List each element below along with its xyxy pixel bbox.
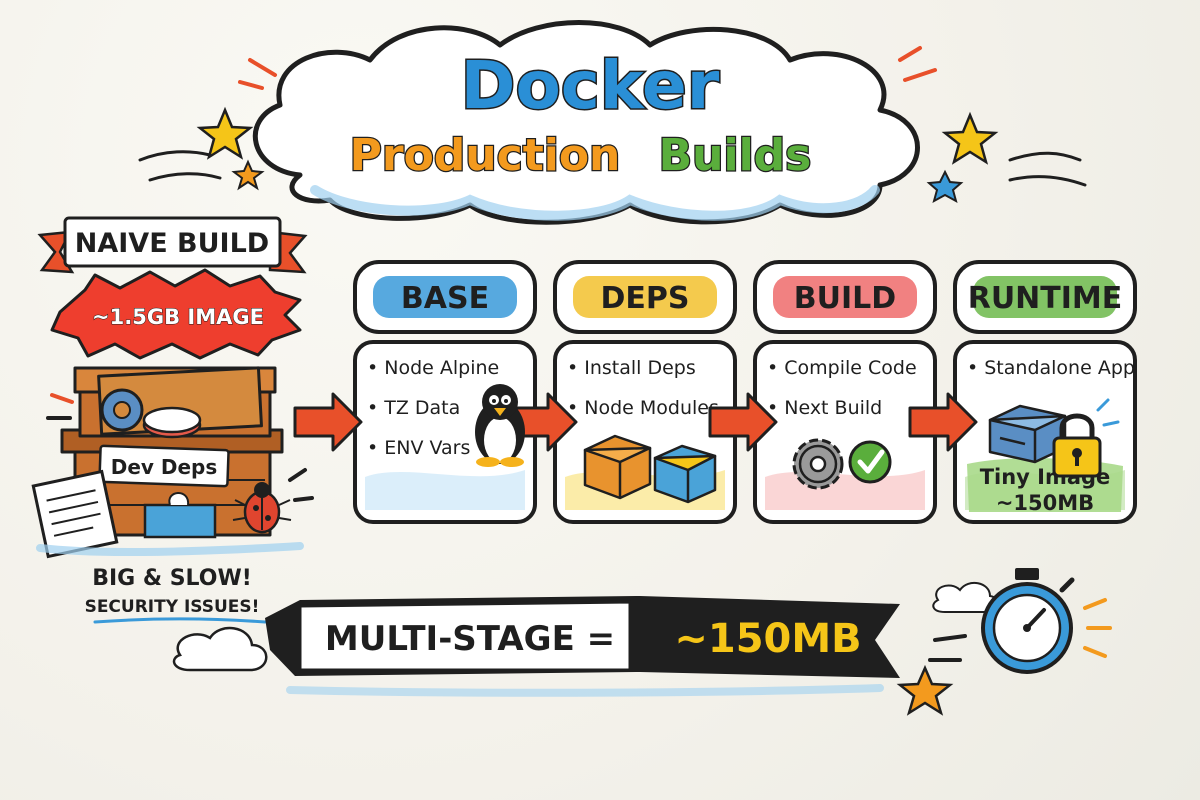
speed-dashes — [928, 598, 1112, 662]
stage-item-build: • Compile Code — [767, 357, 917, 379]
title-cloud — [252, 20, 920, 225]
small-cloud-icon — [172, 626, 268, 672]
document-icon — [31, 469, 119, 559]
stage-item-runtime: • Standalone App — [967, 357, 1135, 379]
stage-item-base: • TZ Data — [367, 397, 460, 419]
sparkle-dashes — [1096, 398, 1120, 427]
flow-arrow — [908, 392, 978, 452]
stage-title-build: BUILD — [794, 281, 896, 316]
flow-arrow — [293, 392, 363, 452]
lock-icon — [1052, 413, 1102, 478]
star-icon — [926, 169, 964, 204]
title-docker: Docker — [461, 47, 720, 124]
stage-item-base: • Node Alpine — [367, 357, 499, 379]
title-production: Production — [350, 130, 621, 181]
size-burst-label: ~1.5GB IMAGE — [92, 305, 264, 329]
stage-item-deps: • Node Modules — [567, 397, 719, 419]
star-icon — [941, 111, 999, 165]
size-burst — [50, 268, 302, 360]
warning-line-2: SECURITY ISSUES! — [85, 597, 260, 617]
paint-smear — [36, 542, 304, 557]
motion-dashes — [138, 46, 1087, 187]
warning-underline — [93, 617, 267, 624]
stage-title-runtime: RUNTIME — [968, 281, 1123, 316]
stopwatch-icon — [981, 568, 1075, 674]
summary-banner — [265, 596, 900, 678]
summary-left: MULTI-STAGE = — [325, 619, 615, 659]
paint-smear — [286, 684, 884, 697]
stage-item-base: • ENV Vars — [367, 437, 470, 459]
stage-card-build: BUILD • Compile Code • Next Build — [753, 260, 937, 524]
result-line-2: ~150MB — [996, 491, 1094, 515]
summary-right: ~150MB — [674, 616, 861, 662]
naive-banner — [37, 216, 308, 274]
naive-banner-label: NAIVE BUILD — [75, 228, 269, 259]
gear-icon — [792, 438, 844, 490]
stage-card-base: BASE • Node Alpine • TZ Data • ENV Vars — [353, 260, 537, 524]
pipeline-arrows — [293, 392, 978, 452]
tissue-box-icon — [143, 492, 217, 539]
tape-roll-icon — [100, 388, 144, 432]
package-boxes-icon — [583, 434, 717, 504]
alert-dashes — [46, 393, 314, 502]
stage-item-build: • Next Build — [767, 397, 882, 419]
stage-title-base: BASE — [401, 281, 489, 316]
star-icon — [231, 159, 265, 191]
stage-item-deps: • Install Deps — [567, 357, 696, 379]
stage-title-deps: DEPS — [601, 281, 690, 316]
server-icon — [988, 404, 1067, 464]
star-icon — [196, 106, 254, 160]
warning-line-1: BIG & SLOW! — [92, 566, 252, 591]
penguin-icon — [475, 384, 525, 467]
bug-icon — [232, 482, 292, 534]
dev-deps-label: Dev Deps — [111, 455, 218, 479]
check-icon — [848, 440, 892, 484]
flow-arrow — [708, 392, 778, 452]
small-cloud-icon — [932, 581, 999, 613]
star-icon — [896, 664, 954, 716]
plate-icon — [142, 406, 202, 439]
title-builds: Builds — [659, 130, 812, 181]
dev-deps-tag — [98, 444, 230, 488]
pipeline-stages: BASE • Node Alpine • TZ Data • ENV Vars DEPS… — [353, 260, 1137, 524]
